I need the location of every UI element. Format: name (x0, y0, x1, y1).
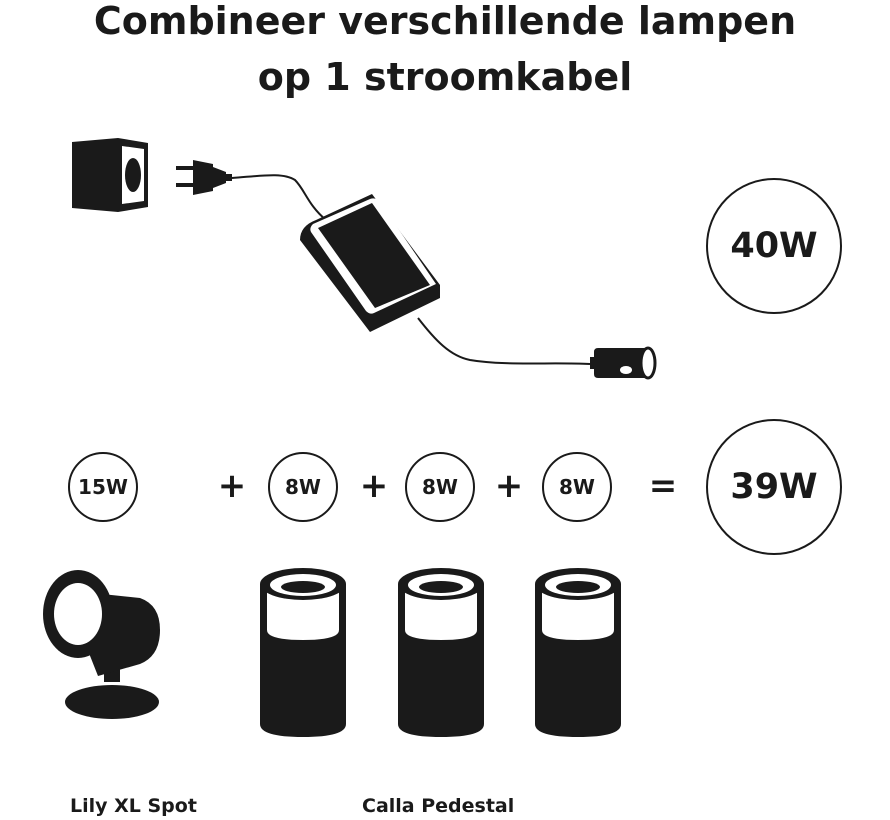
pedestal-lamp-icon (535, 568, 621, 737)
wattage-badge-pedestal-3: 8W (542, 452, 612, 522)
plug-icon (176, 160, 232, 195)
capacity-badge: 40W (706, 178, 842, 314)
plus-sign: + (494, 466, 524, 506)
title-line-2: op 1 stroomkabel (257, 55, 633, 99)
plus-sign: + (359, 466, 389, 506)
wattage-badge-lily-spot: 15W (68, 452, 138, 522)
cable-connector-icon (590, 346, 657, 380)
wattage-badge-pedestal-2: 8W (405, 452, 475, 522)
equals-sign: = (648, 466, 678, 506)
product-label-lily-xl-spot: Lily XL Spot (70, 795, 197, 817)
total-wattage-badge: 39W (706, 419, 842, 555)
pedestal-lamp-icon (260, 568, 346, 737)
power-adapter-icon (300, 194, 440, 332)
wall-socket-icon (72, 138, 148, 212)
plus-sign: + (217, 466, 247, 506)
spotlight-icon (43, 570, 160, 719)
product-label-calla-pedestal: Calla Pedestal (362, 795, 515, 817)
pedestal-lamp-icon (398, 568, 484, 737)
wattage-badge-pedestal-1: 8W (268, 452, 338, 522)
title-line-1: Combineer verschillende lampen (93, 0, 797, 43)
